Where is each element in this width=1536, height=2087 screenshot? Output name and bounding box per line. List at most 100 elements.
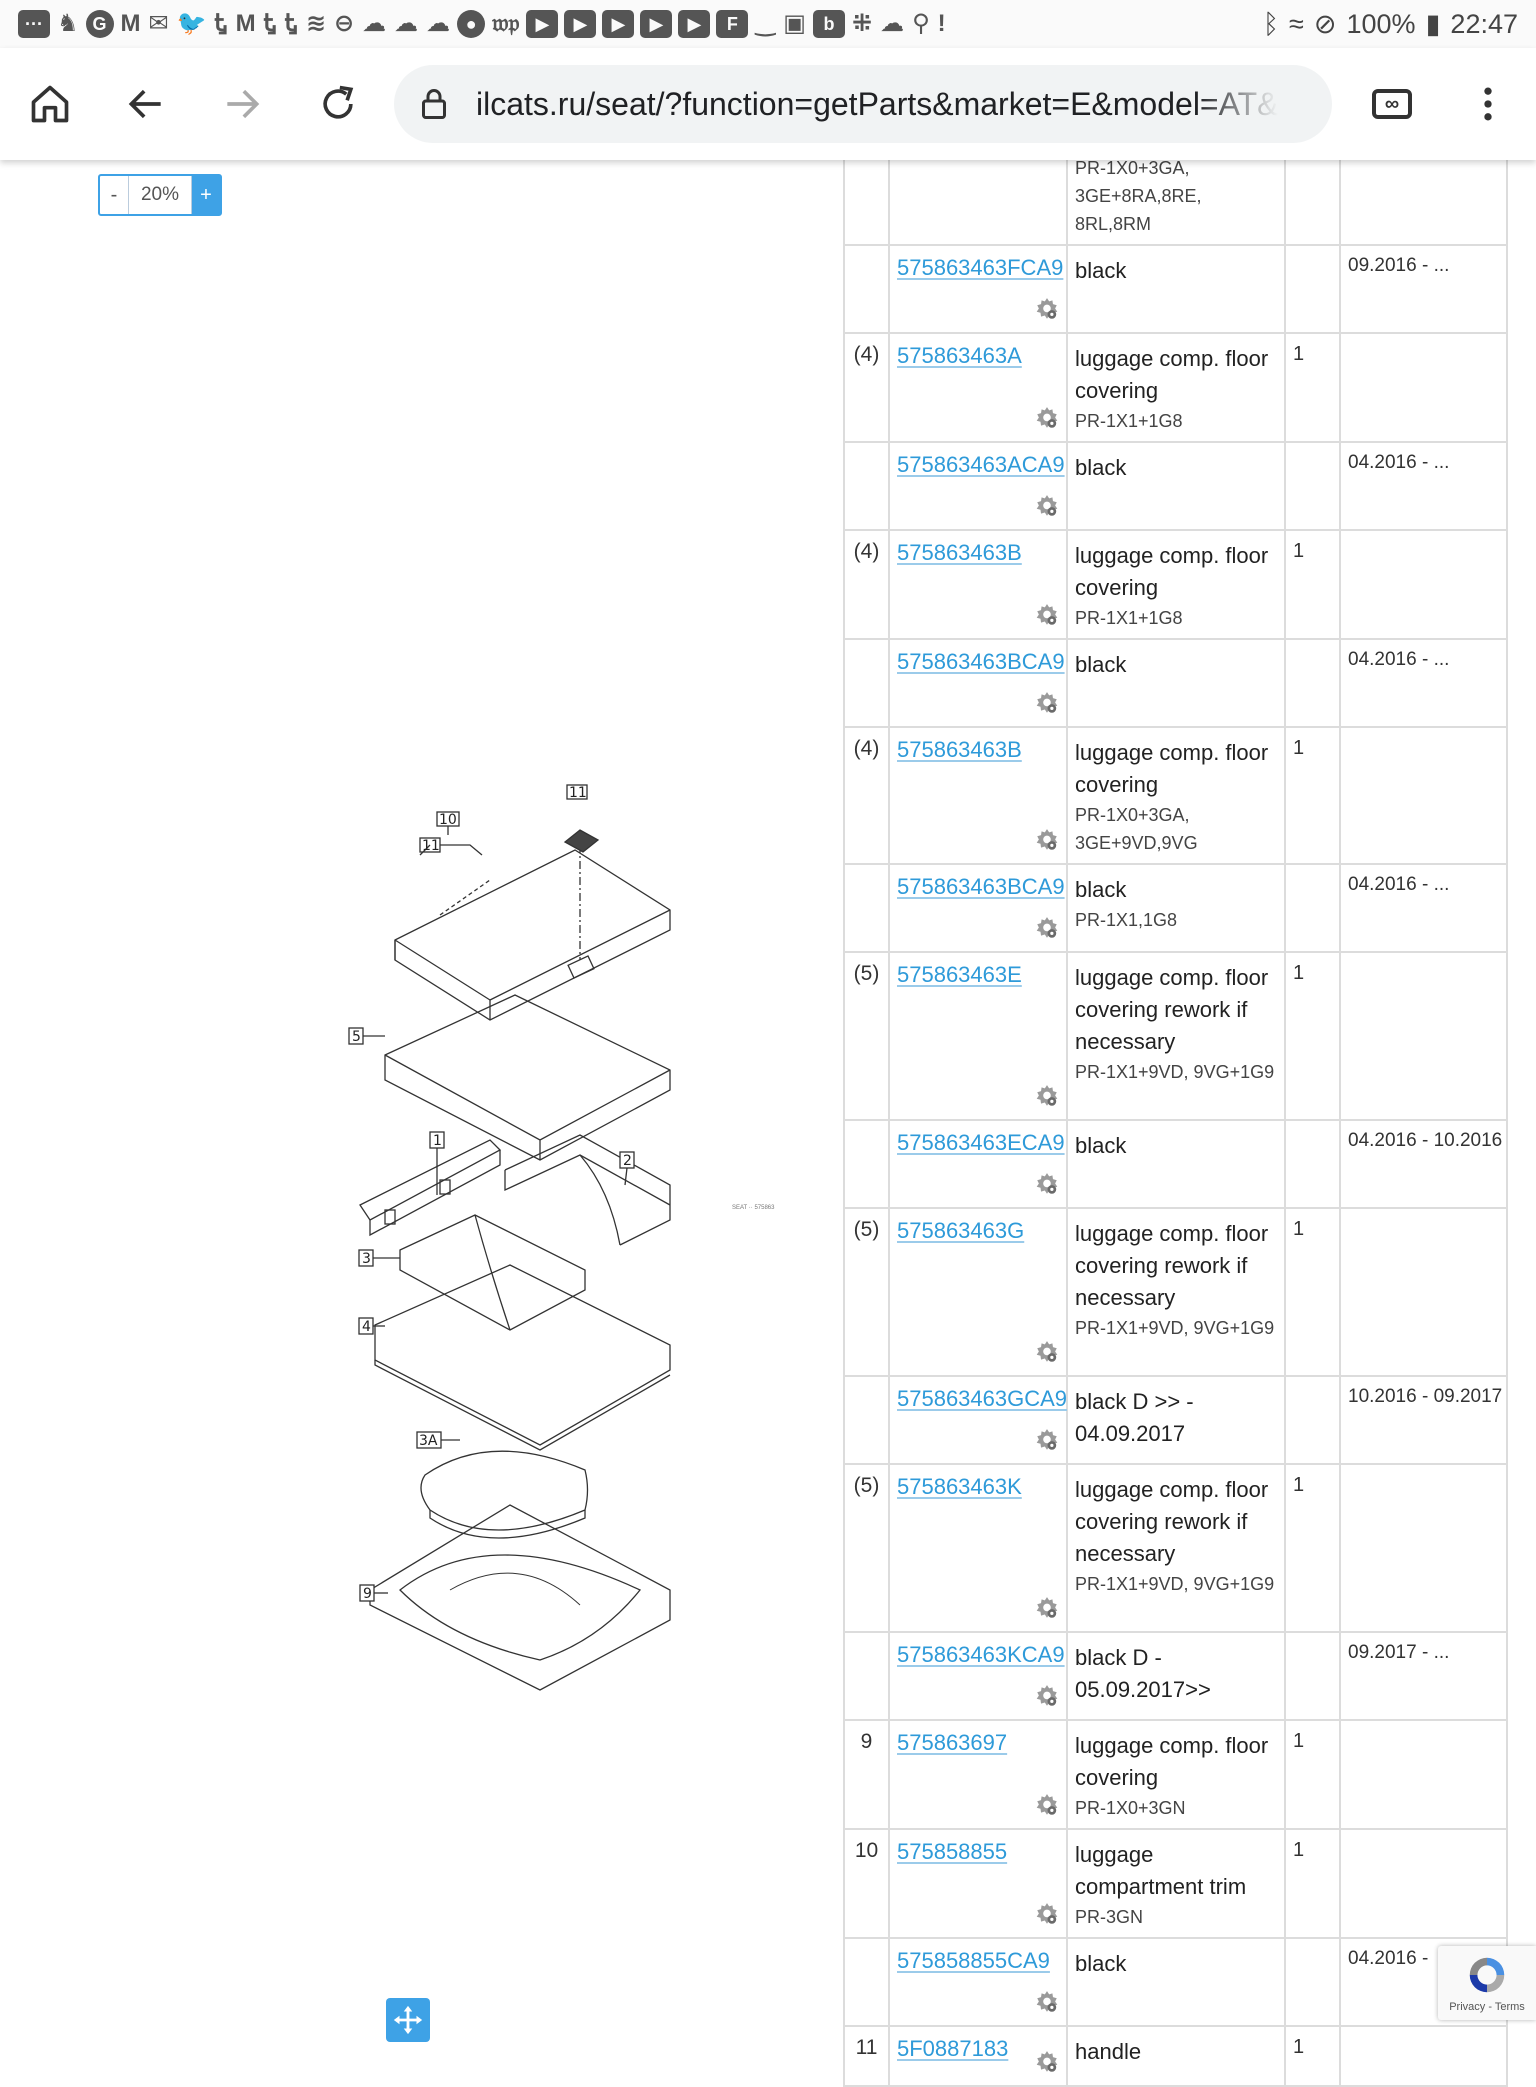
part-info-gear-icon[interactable] xyxy=(1034,1427,1060,1453)
forward-button[interactable] xyxy=(194,56,290,152)
youtube-icon-2: ▶ xyxy=(564,10,597,38)
quantity-cell xyxy=(1284,1119,1341,1209)
app-icon: ● xyxy=(457,10,486,38)
menu-button[interactable] xyxy=(1440,56,1536,152)
youtube-icon-4: ▶ xyxy=(640,10,673,38)
date-range-cell: 04.2016 - ... xyxy=(1339,441,1508,531)
part-number-link[interactable]: 575863463ECA9 xyxy=(897,1130,1065,1155)
pr-codes: PR-1X1+9VD, 9VG+1G9 xyxy=(1075,1574,1275,1594)
description-cell: black xyxy=(1066,441,1286,531)
part-number-cell: 575863463B xyxy=(888,726,1068,865)
date-range-cell xyxy=(1339,951,1508,1121)
flipboard-icon: F xyxy=(716,10,749,38)
part-number-cell: 575863463BCA9 xyxy=(888,863,1068,953)
part-number-link[interactable]: 575863697 xyxy=(897,1730,1008,1755)
zoom-out-button[interactable]: - xyxy=(110,184,118,206)
part-name: black xyxy=(1075,455,1127,480)
part-info-gear-icon[interactable] xyxy=(1034,1339,1060,1365)
recaptcha-text[interactable]: Privacy - Terms xyxy=(1449,2001,1525,2013)
part-number-link[interactable]: 575863463A xyxy=(897,343,1022,368)
date-range-cell xyxy=(1339,1207,1508,1377)
part-number-link[interactable]: 5F0887183 xyxy=(897,2036,1009,2061)
part-name: black xyxy=(1075,877,1127,902)
part-info-gear-icon[interactable] xyxy=(1034,296,1060,322)
part-number-link[interactable]: 575863463E xyxy=(897,962,1022,987)
reload-button[interactable] xyxy=(290,56,386,152)
part-info-gear-icon[interactable] xyxy=(1034,690,1060,716)
zoom-in-button[interactable]: + xyxy=(192,176,220,214)
part-info-gear-icon[interactable] xyxy=(1034,1595,1060,1621)
part-info-gear-icon[interactable] xyxy=(1034,1901,1060,1927)
part-number-link[interactable]: 575863463BCA9 xyxy=(897,649,1065,674)
part-info-gear-icon[interactable] xyxy=(1034,602,1060,628)
quantity-cell xyxy=(1284,1631,1341,1721)
gmail-icon: M xyxy=(120,10,141,37)
recaptcha-badge[interactable]: Privacy - Terms xyxy=(1438,1946,1536,2020)
back-button[interactable] xyxy=(98,56,194,152)
part-number-cell: 575863463G xyxy=(888,1207,1068,1377)
part-info-gear-icon[interactable] xyxy=(1034,1683,1060,1709)
back-arrow-icon xyxy=(128,89,161,119)
parts-diagram[interactable]: 11 10 11 5 1 2 3 4 3A 9 xyxy=(340,630,680,1691)
part-number-link[interactable]: 575863463B xyxy=(897,540,1022,565)
tab-switcher-button[interactable]: ∞ xyxy=(1344,56,1440,152)
callout-3a: 3A xyxy=(419,1433,438,1449)
dnd-icon: ⊘ xyxy=(1313,8,1337,39)
position-cell xyxy=(843,1631,890,1721)
description-cell: luggage comp. floor covering rework if n… xyxy=(1066,951,1286,1121)
part-info-gear-icon[interactable] xyxy=(1034,1083,1060,1109)
url-bar[interactable]: ilcats.ru/seat/?function=getParts&market… xyxy=(394,65,1332,143)
part-number-cell: 575863463K xyxy=(888,1463,1068,1633)
position-cell xyxy=(843,1375,890,1465)
part-info-gear-icon[interactable] xyxy=(1034,915,1060,941)
part-number-link[interactable]: 575863463B xyxy=(897,737,1022,762)
part-name: luggage comp. floor covering rework if n… xyxy=(1075,1221,1269,1310)
waves-icon: ≋ xyxy=(305,10,327,37)
part-name: luggage comp. floor covering rework if n… xyxy=(1075,1477,1269,1566)
date-range-cell xyxy=(1339,143,1508,246)
part-info-gear-icon[interactable] xyxy=(1034,2049,1060,2075)
description-cell: black D >> - 04.09.2017 xyxy=(1066,1375,1286,1465)
part-number-link[interactable]: 575863463KCA9 xyxy=(897,1642,1065,1667)
date-range-cell xyxy=(1339,1828,1508,1939)
part-info-gear-icon[interactable] xyxy=(1034,1171,1060,1197)
callout-1: 1 xyxy=(433,1133,442,1149)
cloud-icon: ☁ xyxy=(362,10,387,37)
move-diagram-button[interactable] xyxy=(386,1998,430,2042)
part-number-cell: 575863463GCA9 xyxy=(888,1375,1068,1465)
part-number-link[interactable]: 575863463FCA9 xyxy=(897,255,1064,280)
part-number-link[interactable]: 575858855CA9 xyxy=(897,1948,1050,1973)
part-number-link[interactable]: 575858855 xyxy=(897,1839,1008,1864)
nyt-icon-3: Ꮏ xyxy=(284,10,298,37)
part-name: black xyxy=(1075,258,1127,283)
position-cell: (5) xyxy=(843,951,890,1121)
part-name: luggage compartment trim xyxy=(1075,1842,1247,1899)
part-info-gear-icon[interactable] xyxy=(1034,405,1060,431)
home-button[interactable] xyxy=(2,56,98,152)
part-name: black xyxy=(1075,652,1127,677)
part-number-link[interactable]: 575863463K xyxy=(897,1474,1022,1499)
part-number-link[interactable]: 575863463ACA9 xyxy=(897,452,1065,477)
part-info-gear-icon[interactable] xyxy=(1034,827,1060,853)
position-cell xyxy=(843,863,890,953)
callout-4: 4 xyxy=(362,1319,371,1335)
part-number-link[interactable]: 575863463BCA9 xyxy=(897,874,1065,899)
gmail-icon-2: M xyxy=(235,10,256,37)
part-info-gear-icon[interactable] xyxy=(1034,493,1060,519)
date-range-cell: 04.2016 - ... xyxy=(1339,863,1508,953)
pr-codes: PR-3GN xyxy=(1075,1907,1144,1927)
part-info-gear-icon[interactable] xyxy=(1034,1792,1060,1818)
move-icon xyxy=(393,2005,423,2035)
position-cell: (5) xyxy=(843,1463,890,1633)
part-number-link[interactable]: 575863463GCA9 xyxy=(897,1386,1068,1411)
callout-11-top: 11 xyxy=(569,785,587,801)
minus-circle-icon: ⊖ xyxy=(334,10,355,37)
battery-percent: 100% xyxy=(1346,8,1416,39)
pr-codes: PR-1X1,1G8 xyxy=(1075,910,1178,930)
part-info-gear-icon[interactable] xyxy=(1034,1989,1060,2015)
part-number-link[interactable]: 575863463G xyxy=(897,1218,1025,1243)
pr-codes: PR-1X1+1G8 xyxy=(1075,411,1183,431)
location-icon: ⚲ xyxy=(912,10,930,37)
